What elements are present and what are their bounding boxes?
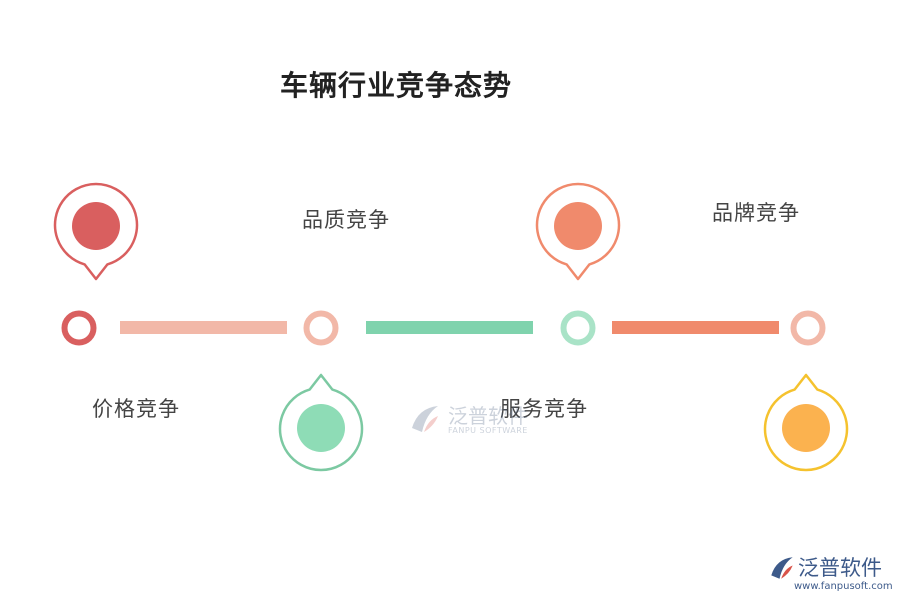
brand-url: www.fanpusoft.com xyxy=(794,581,893,592)
item-label-quality: 品质竞争 xyxy=(302,208,390,232)
timeline-node-4 xyxy=(790,310,826,346)
item-label-brand: 品牌竞争 xyxy=(712,201,800,225)
map-pin-icon xyxy=(278,373,364,472)
map-pin-icon xyxy=(763,373,849,472)
map-pin-icon xyxy=(53,182,139,281)
connector-bar-2 xyxy=(366,321,533,334)
fanpu-logo-icon xyxy=(771,557,793,579)
timeline-node-1 xyxy=(61,310,97,346)
page-title: 车辆行业竞争态势 xyxy=(280,69,513,102)
connector-bar-1 xyxy=(120,321,287,334)
watermark-english: FANPU SOFTWARE xyxy=(448,426,528,435)
connector-bar-3 xyxy=(612,321,779,334)
brand-name: 泛普软件 xyxy=(798,556,882,580)
timeline-node-2 xyxy=(303,310,339,346)
item-label-price: 价格竞争 xyxy=(92,397,180,421)
watermark: 泛普软件 FANPU SOFTWARE xyxy=(408,400,543,440)
watermark-name: 泛普软件 xyxy=(448,404,528,428)
brand-logo: 泛普软件 www.fanpusoft.com xyxy=(768,552,893,598)
item-label-service: 服务竞争 xyxy=(500,397,588,421)
map-pin-icon xyxy=(535,182,621,281)
timeline-node-3 xyxy=(560,310,596,346)
fanpu-logo-icon xyxy=(412,406,438,432)
